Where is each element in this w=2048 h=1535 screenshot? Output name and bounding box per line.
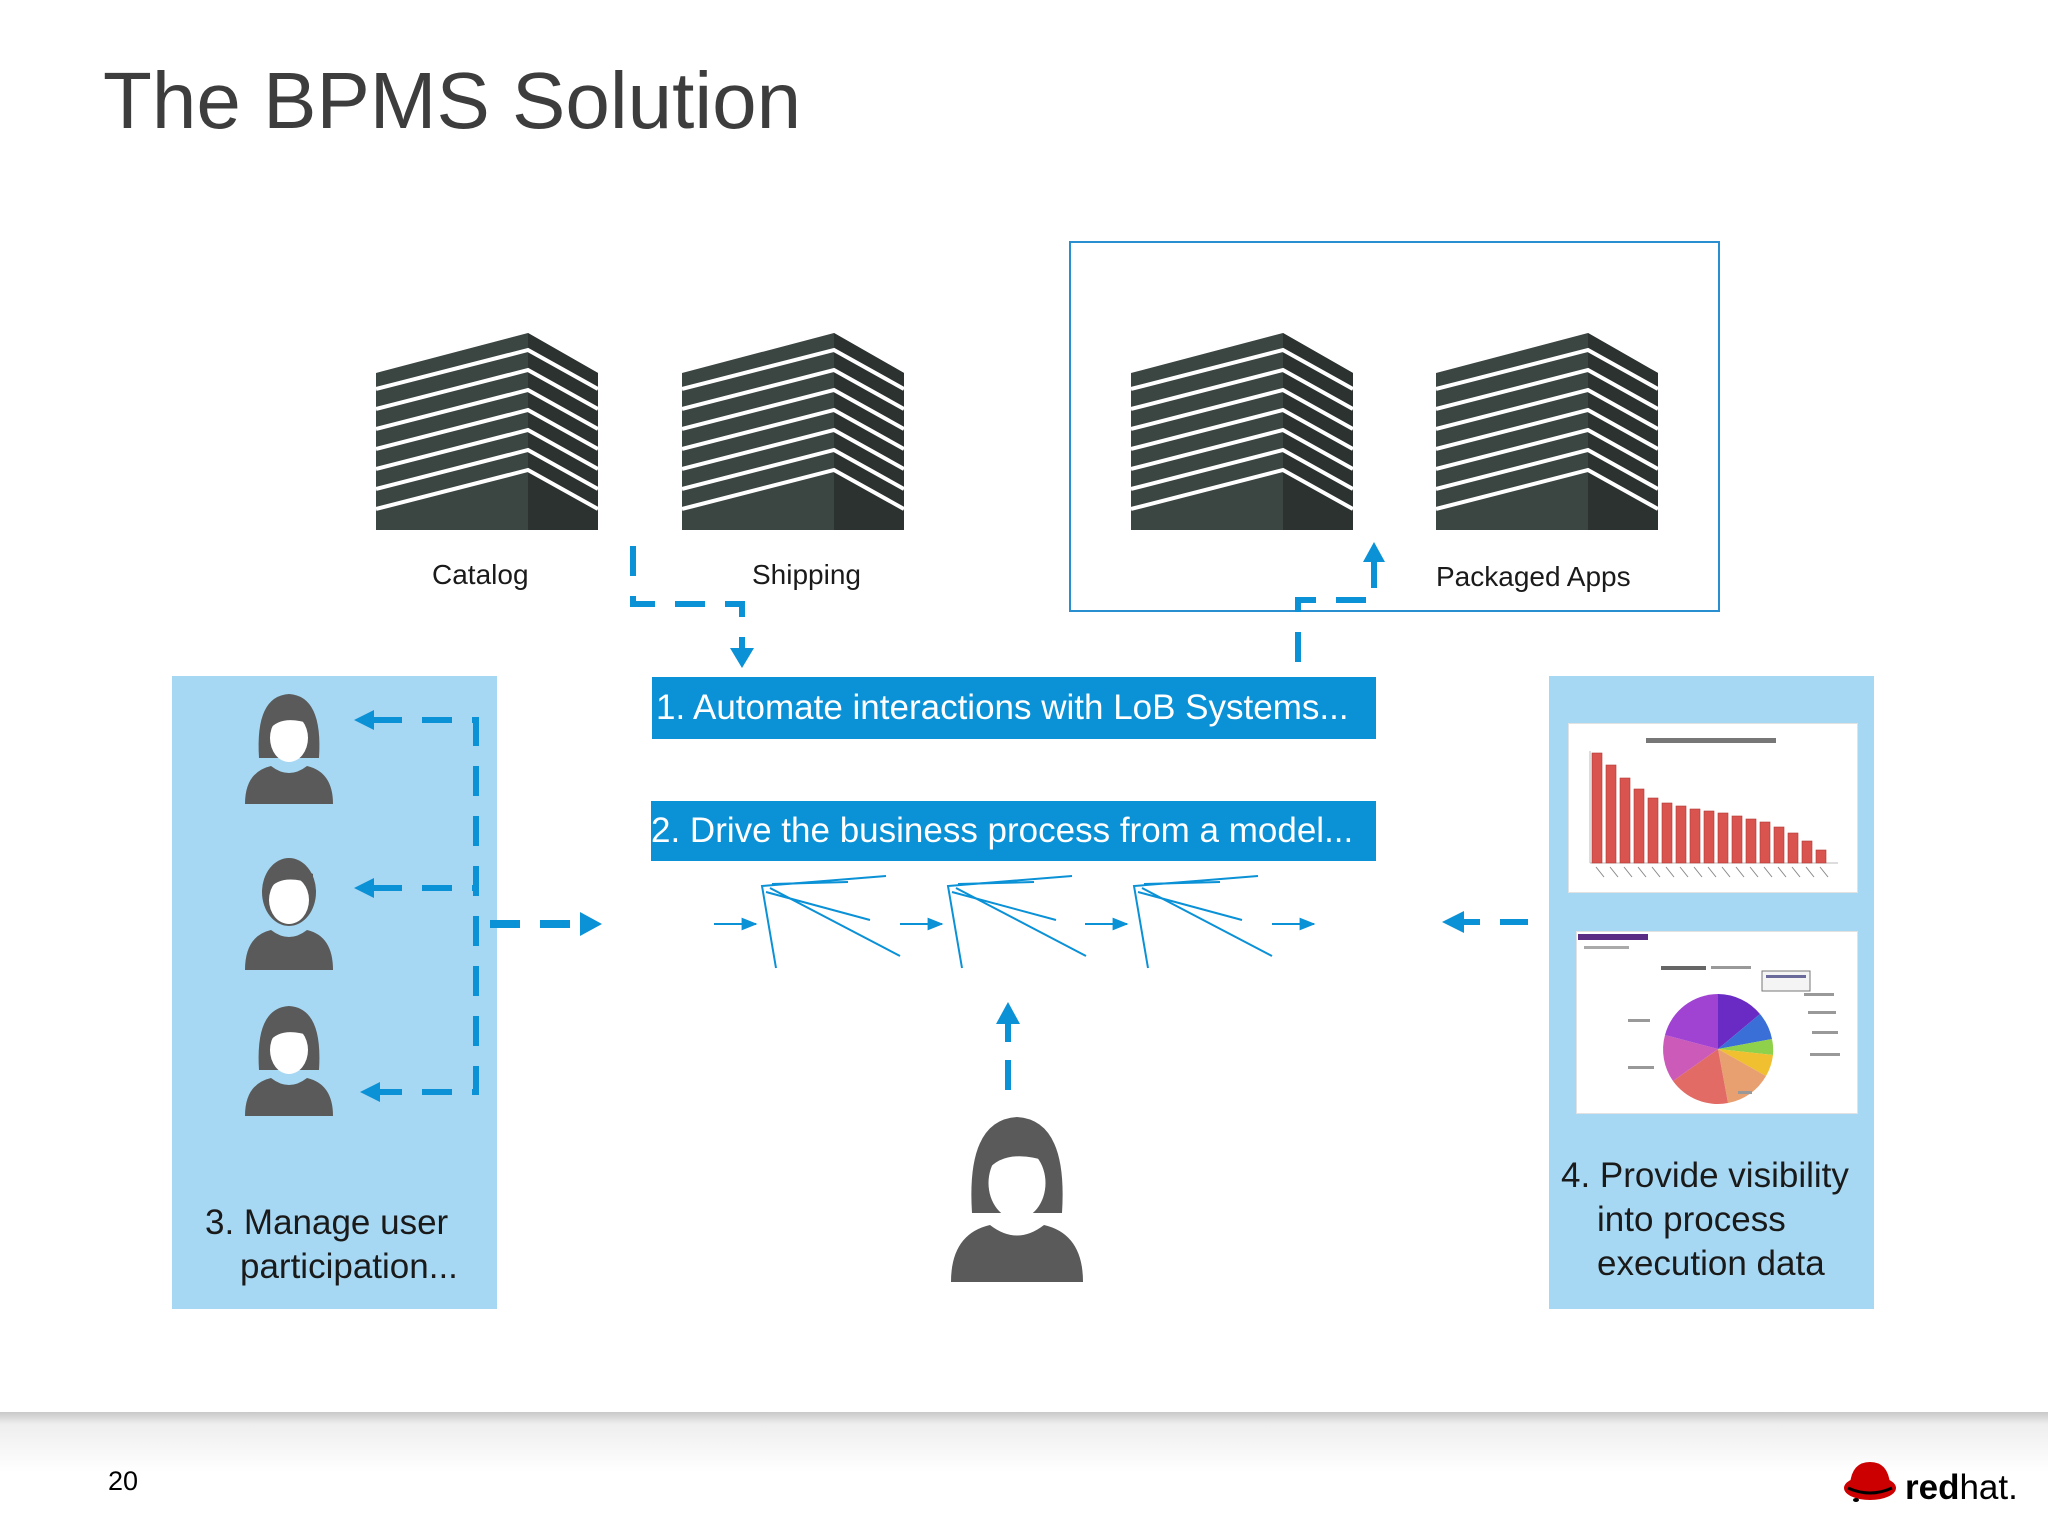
footer-bar bbox=[0, 1412, 2048, 1535]
process-model-glyph bbox=[1132, 875, 1273, 969]
step-visibility-text: 4. Provide visibility into process execu… bbox=[1561, 1156, 1849, 1283]
step-drive-text: 2. Drive the business process from a mod… bbox=[651, 811, 1354, 850]
system-label-packaged-apps: Packaged Apps bbox=[1436, 561, 1631, 592]
page-title: The BPMS Solution bbox=[103, 56, 802, 145]
process-model-glyph bbox=[946, 875, 1087, 969]
bar-chart-thumbnail bbox=[1568, 723, 1858, 893]
step-drive-bar: 2. Drive the business process from a mod… bbox=[651, 801, 1376, 861]
manage-users-panel bbox=[172, 676, 497, 1309]
system-label-catalog: Catalog bbox=[432, 559, 529, 590]
step-manage-text: 3. Manage user participation... bbox=[205, 1203, 458, 1286]
pie-chart-thumbnail bbox=[1576, 931, 1858, 1114]
page-number: 20 bbox=[108, 1466, 139, 1496]
step-automate-text: 1. Automate interactions with LoB System… bbox=[656, 688, 1349, 727]
process-model-glyph bbox=[760, 875, 901, 969]
packaged-apps-frame bbox=[1069, 241, 1720, 612]
redhat-logo-icon bbox=[1844, 1462, 1896, 1502]
step-automate-bar: 1. Automate interactions with LoB System… bbox=[652, 677, 1376, 739]
system-label-shipping: Shipping bbox=[752, 559, 861, 590]
brand-wordmark: redhat. bbox=[1905, 1468, 2018, 1507]
